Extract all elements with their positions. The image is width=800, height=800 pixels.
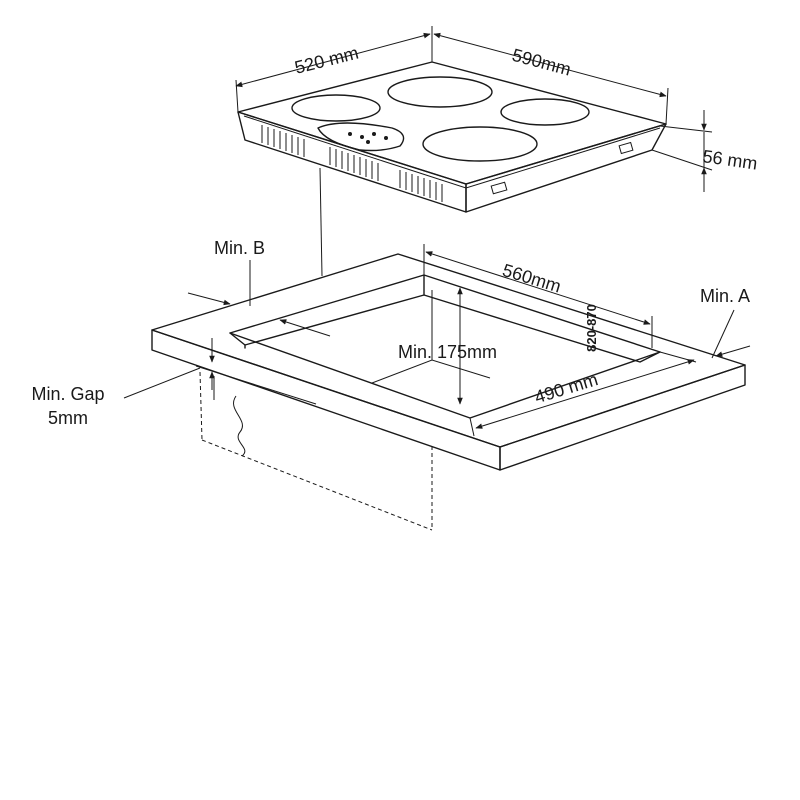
hob-side-face: [465, 123, 667, 213]
cutout-depth-line: [475, 359, 695, 429]
cooking-zone: [387, 76, 493, 108]
depth-dimension-line: [235, 32, 431, 88]
cutout-width-label: 560mm: [500, 260, 563, 297]
countertop: [151, 253, 746, 471]
cutout-dimensions: 560mm 490 mm Min. 175mm 820-870 Min. B M…: [31, 238, 751, 437]
cooking-zone: [422, 126, 538, 162]
min-gap-label-line2: 5mm: [48, 408, 88, 428]
cooking-zone: [500, 98, 590, 126]
side-badge: [618, 141, 634, 155]
hob-depth-label: 520 mm: [293, 43, 361, 78]
min-b-label: Min. B: [214, 238, 265, 258]
control-panel: [317, 122, 405, 152]
break-mark: [233, 395, 246, 457]
cutout-depth-label: 490 mm: [532, 369, 600, 407]
cooking-zone: [291, 94, 381, 122]
alignment-line: [319, 167, 323, 277]
countertop-side-edge: [499, 364, 746, 471]
hob-top-surface: [237, 61, 667, 185]
width-dimension-line: [433, 32, 667, 98]
vent-grille: [261, 125, 443, 202]
min-depth-label: Min. 175mm: [398, 342, 497, 362]
min-gap-label-line1: Min. Gap: [31, 384, 104, 404]
side-badge: [490, 181, 508, 195]
cabinet-outline: [199, 371, 433, 531]
counter-height-label: 820-870: [584, 304, 599, 352]
min-a-label: Min. A: [700, 286, 750, 306]
hob: [237, 61, 667, 213]
hob-width-label: 590mm: [510, 45, 573, 80]
hob-front-face: [237, 111, 467, 213]
hob-dimensions: 520 mm 590mm 56 mm: [235, 26, 759, 192]
cutout-width-line: [425, 251, 651, 325]
